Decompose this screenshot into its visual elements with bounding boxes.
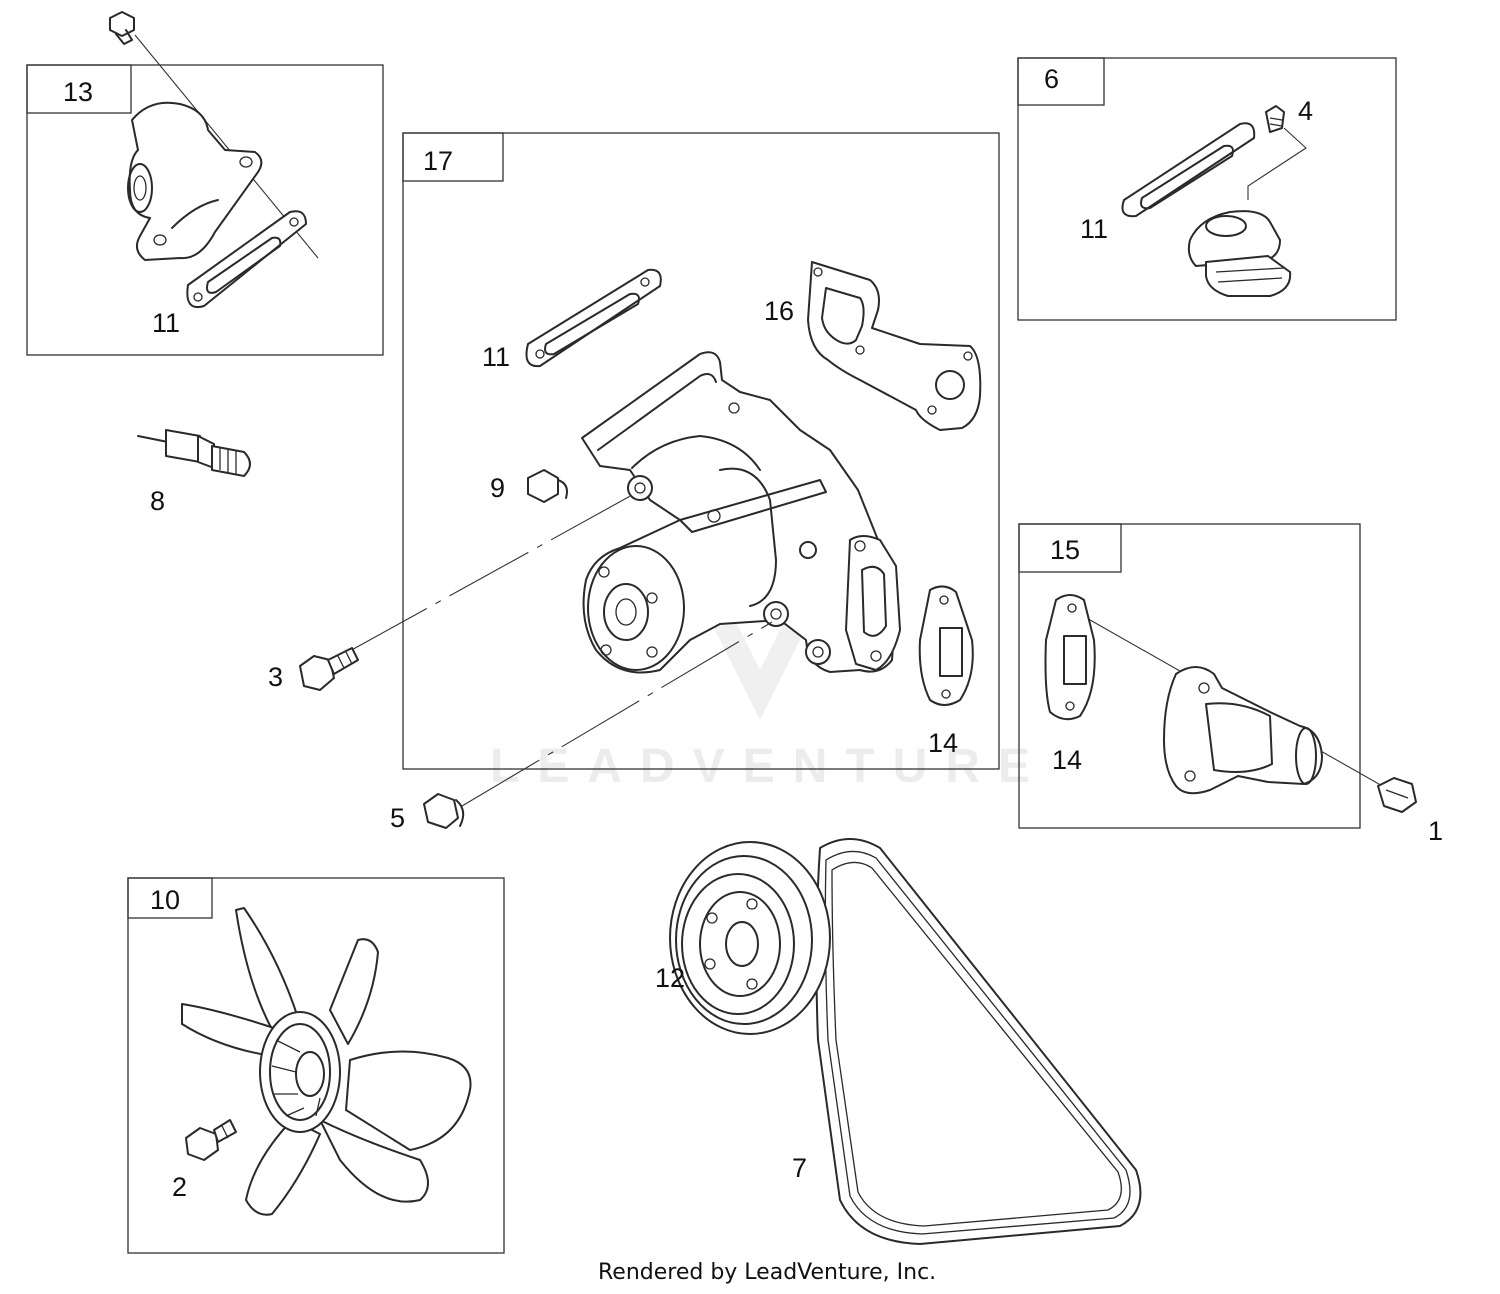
callout-4[interactable]: 4 [1298,96,1313,126]
callout-6[interactable]: 6 [1044,64,1059,94]
watermark-text: LEADVENTURE [490,740,1048,793]
pump-gasket-part[interactable] [525,268,662,368]
callout-8[interactable]: 8 [150,486,165,516]
gasket-part[interactable] [186,210,307,308]
air-bleed-plug-part[interactable] [1265,105,1285,133]
group-10-label-box [127,877,213,919]
thermostat-gasket-part[interactable] [1121,122,1256,218]
callout-14-group-17[interactable]: 14 [928,728,958,758]
group-13-label-box [26,64,132,114]
callout-11-group-6[interactable]: 11 [1080,214,1108,244]
group-15-frame [1018,523,1361,829]
callout-11-group-17[interactable]: 11 [482,342,510,372]
callout-9[interactable]: 9 [490,473,505,503]
pulley-part[interactable] [669,841,831,1035]
group-15-label-box [1018,523,1122,573]
group-17[interactable]: 17 11 16 [402,132,1000,770]
cooling-fan-part[interactable] [181,907,472,1216]
fan-bolt-part[interactable] [185,1119,237,1161]
group-17-frame [402,132,1000,770]
callout-5[interactable]: 5 [390,803,405,833]
bolt-part[interactable] [109,11,135,45]
bolt-part-1[interactable]: 1 [1377,777,1443,846]
group-6-frame [1017,57,1397,321]
callout-1[interactable]: 1 [1428,816,1443,846]
group-10[interactable]: 10 2 [127,877,505,1254]
group-13-frame [26,64,384,356]
temperature-sensor-part[interactable]: 8 [137,429,251,516]
group-10-frame [127,877,505,1254]
callout-15[interactable]: 15 [1050,535,1080,565]
thermostat-housing-part[interactable] [127,101,263,261]
callout-13[interactable]: 13 [63,77,93,107]
water-outlet-part[interactable] [1163,666,1323,795]
group-13[interactable]: 13 11 [26,11,384,356]
footer-credit: Rendered by LeadVenture, Inc. [598,1260,936,1285]
callout-7[interactable]: 7 [792,1153,807,1183]
callout-2[interactable]: 2 [172,1172,187,1202]
group-15[interactable]: 15 14 [1018,523,1401,829]
group-6[interactable]: 6 4 11 [1017,57,1397,321]
callout-17[interactable]: 17 [423,146,453,176]
v-belt-part[interactable] [815,838,1142,1245]
nut-part[interactable] [527,469,568,503]
callout-3[interactable]: 3 [268,662,283,692]
nut-part-5[interactable]: 5 [390,793,465,833]
callout-14-group-15[interactable]: 14 [1052,745,1082,775]
thermostat-part[interactable] [1187,210,1292,297]
water-pump-part[interactable] [581,351,901,674]
bolt-part-3[interactable]: 3 [268,647,359,692]
callout-16[interactable]: 16 [764,296,794,326]
group-6-label-box [1017,57,1105,106]
outlet-gasket-part-15[interactable] [1044,594,1096,721]
watermark: LEADVENTURE [490,540,1048,793]
cover-gasket-part[interactable] [807,261,982,431]
group-17-label-box [402,132,504,182]
callout-10[interactable]: 10 [150,885,180,915]
callout-12[interactable]: 12 [655,963,685,993]
callout-11-group-13[interactable]: 11 [152,308,180,338]
outlet-gasket-part[interactable] [918,585,974,706]
